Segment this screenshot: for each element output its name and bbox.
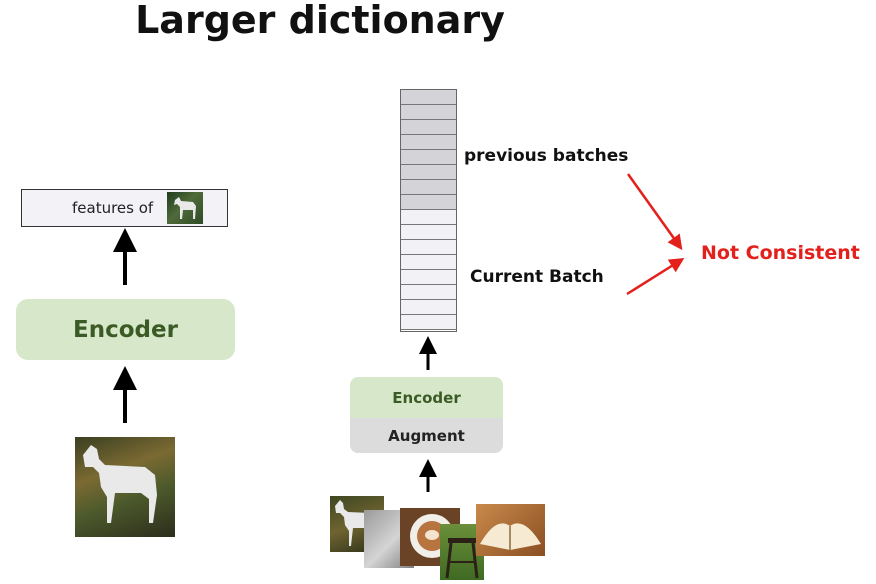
red-arrow-previous-to-not-consistent (626, 173, 683, 251)
features-box: features of (21, 189, 228, 227)
queue-cell-current (401, 300, 456, 315)
queue-cell-previous (401, 195, 456, 210)
queue-cell-previous (401, 135, 456, 150)
queue-cell-previous (401, 120, 456, 135)
queue-cell-previous (401, 165, 456, 180)
not-consistent-label: Not Consistent (701, 242, 860, 264)
current-batch-label: Current Batch (470, 267, 604, 287)
right-encoder-label: Encoder (350, 377, 503, 418)
horse-input-image (75, 437, 175, 537)
red-arrow-current-to-not-consistent (626, 258, 685, 296)
queue-cell-previous (401, 150, 456, 165)
slide-title: Larger dictionary (135, 0, 505, 42)
queue-cell-current (401, 315, 456, 330)
queue-cell-previous (401, 90, 456, 105)
queue-stack (400, 89, 457, 332)
queue-cell-current (401, 225, 456, 240)
batch-book-image (476, 504, 545, 556)
queue-cell-current (401, 255, 456, 270)
features-label: features of (72, 199, 154, 217)
queue-cell-previous (401, 180, 456, 195)
previous-batches-label: previous batches (464, 146, 629, 166)
left-encoder-block: Encoder (16, 299, 235, 360)
queue-cell-current (401, 240, 456, 255)
encoder-augment-block: Encoder Augment (350, 377, 503, 453)
queue-cell-current (401, 270, 456, 285)
queue-cell-current (401, 210, 456, 225)
queue-cell-current (401, 285, 456, 300)
horse-thumbnail-image (167, 192, 203, 224)
augment-label: Augment (350, 418, 503, 453)
queue-cell-previous (401, 105, 456, 120)
